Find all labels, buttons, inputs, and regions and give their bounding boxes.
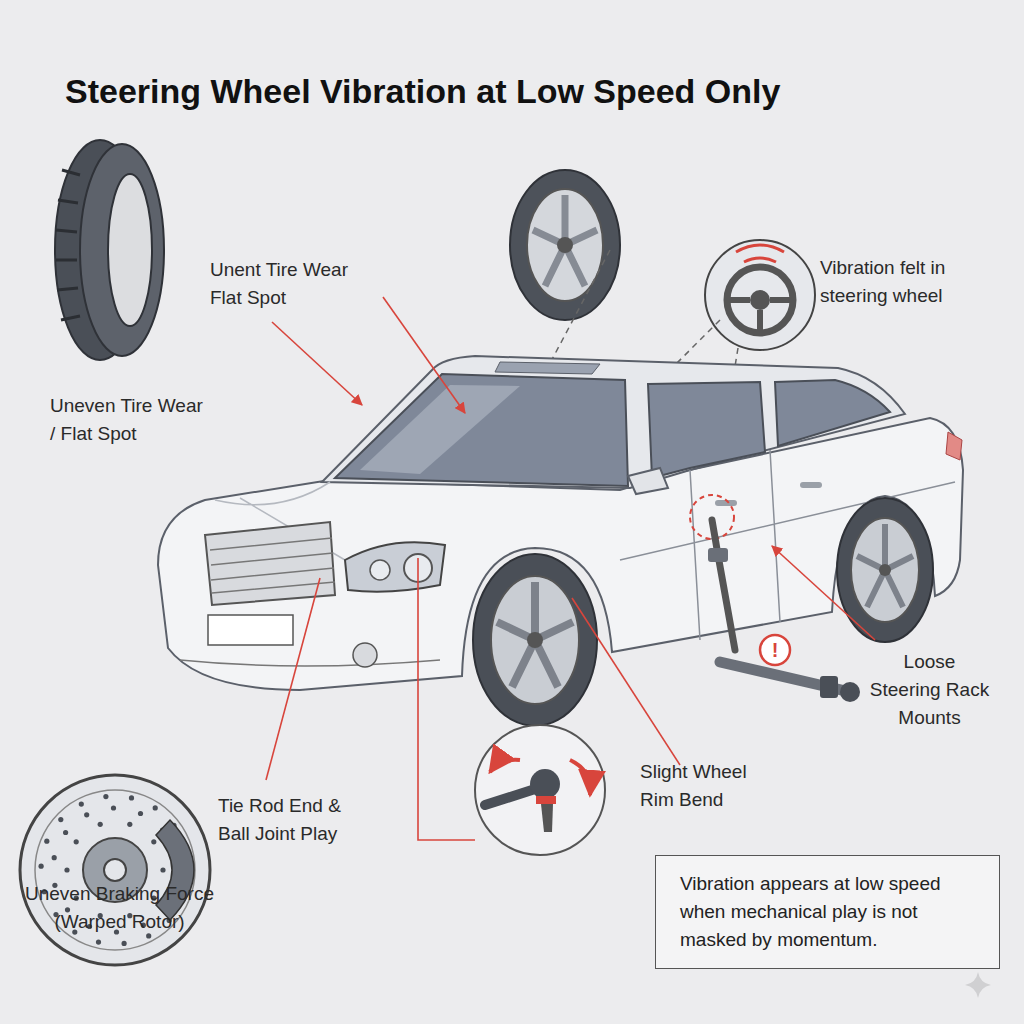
wheel-icon xyxy=(510,170,620,320)
brake-rotor xyxy=(104,859,126,881)
leader-line xyxy=(266,578,320,780)
rotor-hole xyxy=(129,795,134,800)
callout-label: Uneven Braking Force (Warped Rotor) xyxy=(12,880,227,936)
tire-icon xyxy=(56,170,80,320)
rotor-hole xyxy=(111,805,116,810)
tire-icon xyxy=(108,174,152,326)
rotor-hole xyxy=(44,839,49,844)
callout-label: Unent Tire Wear Flat Spot xyxy=(210,256,375,312)
steering-linkage xyxy=(712,520,735,650)
car-body xyxy=(800,482,822,488)
rotor-hole xyxy=(160,867,165,872)
car-wheel xyxy=(879,564,891,576)
car-body xyxy=(620,450,955,640)
steering-linkage xyxy=(840,682,860,702)
callout-label: Slight Wheel Rim Bend xyxy=(640,758,765,814)
car-wheel xyxy=(491,576,579,704)
steering-wheel-icon xyxy=(727,267,793,333)
tie-rod-inset xyxy=(541,804,553,832)
rotor-hole xyxy=(74,839,79,844)
leader-line xyxy=(572,598,680,765)
rotor-hole xyxy=(122,941,127,946)
car-body xyxy=(946,432,962,460)
tire-icon xyxy=(55,140,164,360)
car-body xyxy=(648,382,765,478)
car-wheel xyxy=(837,498,933,642)
steering-wheel-icon xyxy=(705,240,815,350)
tie-rod-inset xyxy=(536,796,556,804)
leader-line xyxy=(383,297,465,413)
rotor-hole xyxy=(39,864,44,869)
car-body xyxy=(370,560,390,580)
car-body xyxy=(180,660,440,666)
rotor-hole xyxy=(153,805,158,810)
rotor-hole xyxy=(151,839,156,844)
car-body xyxy=(208,615,293,645)
steering-wheel-icon xyxy=(705,240,815,350)
car-body xyxy=(210,538,335,593)
tie-rod-inset xyxy=(570,760,590,795)
rotor-hole xyxy=(146,933,151,938)
car-wheel xyxy=(473,554,597,726)
car-body xyxy=(353,643,377,667)
alert-mark: ! xyxy=(765,636,785,664)
tire-icon xyxy=(80,144,164,356)
rotor-hole xyxy=(63,830,68,835)
wheel-icon xyxy=(510,170,620,320)
tie-rod-inset xyxy=(475,725,605,855)
tie-rod-inset xyxy=(530,769,560,799)
note-text: Vibration appears at low speed when mech… xyxy=(680,870,977,954)
rotor-hole xyxy=(84,812,89,817)
brake-rotor xyxy=(156,820,194,920)
leader-line xyxy=(418,558,475,840)
car-wheel xyxy=(837,498,933,642)
rotor-hole xyxy=(103,794,108,799)
rotor-hole xyxy=(96,940,101,945)
steering-linkage xyxy=(708,548,728,562)
rotor-hole xyxy=(79,802,84,807)
steering-linkage xyxy=(690,495,860,702)
car-body xyxy=(628,468,668,494)
leader-line xyxy=(272,322,362,405)
steering-wheel-icon xyxy=(736,245,784,252)
leader-line xyxy=(266,297,875,840)
rotor-hole xyxy=(58,817,63,822)
rotor-hole xyxy=(64,867,69,872)
car-wheel xyxy=(473,554,597,726)
steering-linkage xyxy=(760,635,790,665)
brake-rotor xyxy=(20,775,210,965)
steering-wheel-icon xyxy=(744,258,776,262)
leader-line xyxy=(772,546,875,640)
car-wheel xyxy=(497,582,573,687)
brake-rotor xyxy=(20,775,210,965)
car-body xyxy=(335,374,628,486)
rotor-hole xyxy=(98,822,103,827)
rotor-hole xyxy=(52,855,57,860)
steering-wheel-icon xyxy=(750,290,770,310)
car-body xyxy=(360,385,520,474)
car-body xyxy=(775,380,890,446)
tie-rod-inset xyxy=(490,760,520,772)
tie-rod-inset xyxy=(475,725,605,855)
callout-label: Vibration felt in steering wheel xyxy=(820,254,970,310)
tie-rod-inset xyxy=(485,790,532,805)
steering-linkage xyxy=(820,676,838,698)
wheel-icon xyxy=(533,195,597,286)
callout-label: Uneven Tire Wear / Flat Spot xyxy=(50,392,210,448)
sparkle-mark xyxy=(965,972,991,998)
car-wheel xyxy=(527,632,543,648)
car-body xyxy=(345,542,445,592)
callout-label: Loose Steering Rack Mounts xyxy=(868,648,991,732)
car-wheel xyxy=(851,518,919,622)
car-wheel xyxy=(857,524,913,607)
rotor-hole xyxy=(138,811,143,816)
car-body xyxy=(495,362,600,374)
diagram-title: Steering Wheel Vibration at Low Speed On… xyxy=(65,70,1005,112)
note-box: Vibration appears at low speed when mech… xyxy=(655,855,1000,969)
car-body xyxy=(322,356,905,488)
wheel-icon xyxy=(557,237,573,253)
rotor-hole xyxy=(127,822,132,827)
callout-label: Tie Rod End & Ball Joint Play xyxy=(218,792,358,848)
